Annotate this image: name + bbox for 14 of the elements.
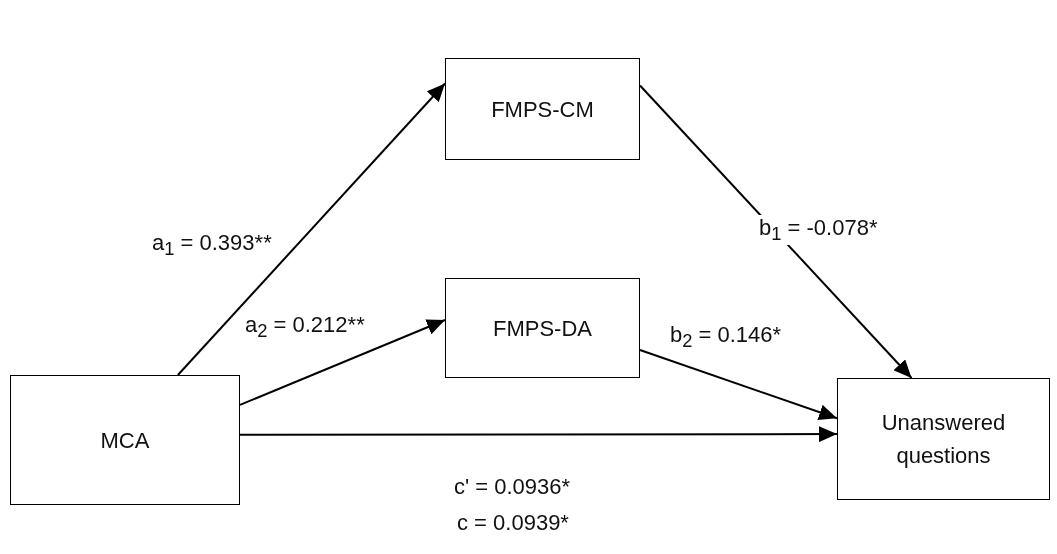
variable-box [445,58,640,160]
arrow [639,349,838,420]
variable-box [10,375,240,505]
arrow [639,84,913,379]
variable-name: MCA [99,426,151,455]
edge-label: b$_{1}$ = -0.078* [757,215,880,246]
variable-name: Unanswered questions [880,409,1007,470]
variable-box [445,278,640,378]
variable-name: FMPS-CM [490,95,595,124]
variable-box [837,378,1050,500]
arrow [239,319,446,406]
arrow [239,426,838,443]
variable-name: FMPS-DA [492,314,593,343]
arrow [176,82,446,376]
